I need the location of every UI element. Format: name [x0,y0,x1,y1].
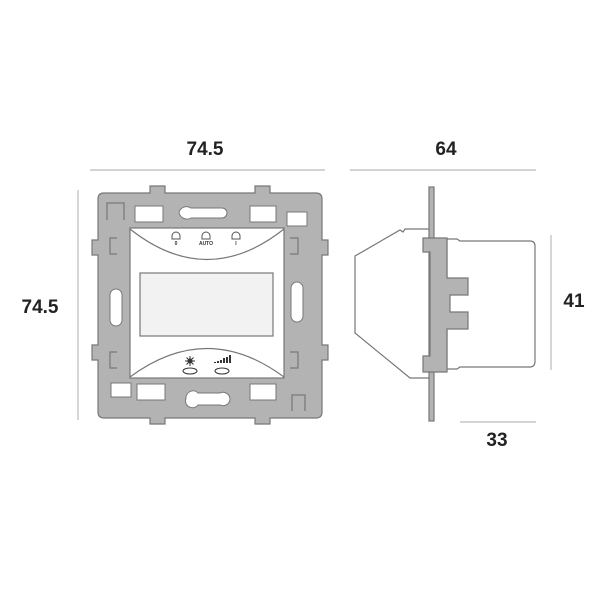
label-off: 0 [175,241,178,247]
signal-bars-icon [214,355,231,375]
button-off[interactable] [171,231,181,240]
sun-icon [182,356,198,375]
front-view: 0 AUTO I [91,185,329,425]
button-on[interactable] [231,231,241,240]
dimension-lines [77,169,552,423]
dim-label-front-width: 74.5 [186,139,224,160]
dim-label-rear-depth: 33 [486,430,508,451]
bottom-arc [129,347,285,378]
dim-label-side-height: 41 [563,291,585,312]
rear-module [446,238,536,370]
dim-label-side-depth: 64 [435,139,457,160]
label-auto: AUTO [199,241,213,247]
front-module [354,228,430,379]
top-arc [129,228,285,261]
label-on: I [235,241,237,247]
dim-label-front-height: 74.5 [21,297,59,318]
button-auto[interactable] [201,231,211,240]
display-window [139,272,274,337]
side-view [354,186,536,422]
mounting-bracket [422,237,469,373]
